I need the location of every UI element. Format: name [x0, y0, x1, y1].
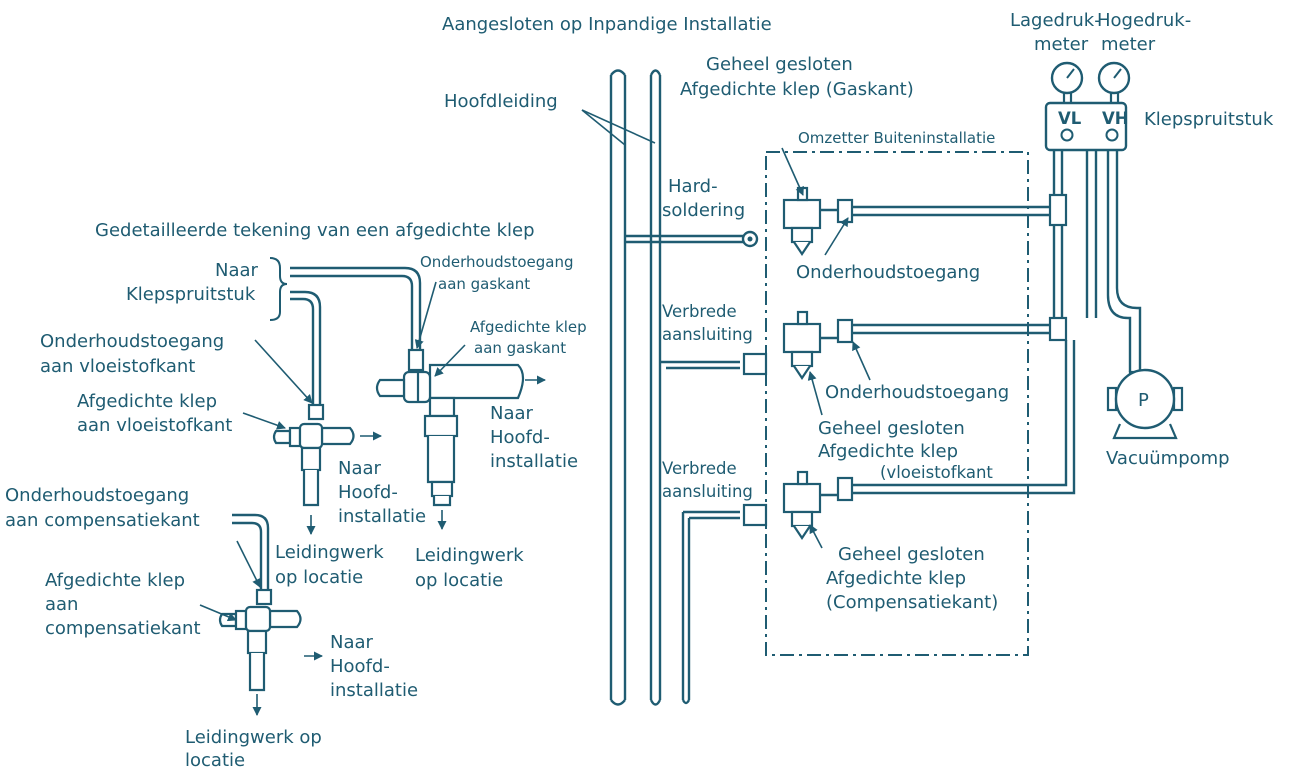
gas-to-main-label-3: installatie: [490, 451, 578, 472]
comp-to-main-label-1: Naar: [330, 632, 374, 653]
liquid-closed-label-1: Geheel gesloten: [818, 418, 965, 439]
service-port-nipples: [836, 198, 854, 502]
flare-label-3: Verbrede: [662, 459, 737, 478]
flare-label-4: aansluiting: [662, 482, 753, 501]
manifold-label: Klepspruitstuk: [1144, 109, 1274, 130]
gas-port-label-1: Onderhoudstoegang: [420, 253, 574, 271]
pump-letter: P: [1138, 390, 1149, 411]
comp-field-pipe-label-2: locatie: [185, 750, 245, 771]
gas-valve-label-1: Afgedichte klep: [470, 318, 587, 336]
hoses: [852, 150, 1142, 495]
gas-field-pipe-label-1: Leidingwerk: [415, 545, 524, 566]
leader-lines: [199, 109, 871, 716]
outdoor-unit-box: [765, 151, 1029, 656]
liquid-side-valve: [272, 403, 355, 507]
gas-port-label-2: aan gaskant: [438, 275, 530, 293]
gas-field-pipe-label-2: op locatie: [415, 570, 503, 591]
detail-title: Gedetailleerde tekening van een afgedich…: [95, 220, 535, 241]
flare-label-2: aansluiting: [662, 325, 753, 344]
outdoor-unit-label: Omzetter Buiteninstallatie: [798, 129, 995, 147]
comp-closed-label-3: (Compensatiekant): [826, 592, 998, 613]
liquid-port-label-2: aan vloeistofkant: [40, 356, 195, 377]
high-gauge-label-1: Hogedruk-: [1097, 10, 1191, 31]
main-pipes: [609, 69, 662, 706]
main-pipe-label: Hoofdleiding: [444, 91, 558, 112]
gas-side-valve: [375, 348, 525, 507]
gas-to-main-label-2: Hoofd-: [490, 427, 550, 448]
vl-label: VL: [1058, 109, 1082, 128]
hard-solder-label-1: Hard-: [668, 176, 718, 197]
gas-closed-label-1: Geheel gesloten: [706, 54, 853, 75]
gas-closed-label-2: Afgedichte klep (Gaskant): [680, 79, 914, 100]
liquid-to-main-label-3: installatie: [338, 506, 426, 527]
liquid-to-main-label-2: Hoofd-: [338, 482, 398, 503]
liquid-valve-label-2: aan vloeistofkant: [77, 415, 232, 436]
low-gauge-label-2: meter: [1034, 34, 1089, 55]
high-pressure-gauge-icon: [1097, 61, 1131, 95]
gas-to-main-label-1: Naar: [490, 403, 534, 424]
gas-valve-label-2: aan gaskant: [474, 339, 566, 357]
flare-label-1: Verbrede: [662, 302, 737, 321]
compensation-pipes: [232, 513, 270, 590]
branch-lines: [625, 234, 745, 705]
comp-valve-label-3: compensatiekant: [45, 618, 201, 639]
liquid-to-main-label-1: Naar: [338, 458, 382, 479]
vacuum-pump-label: Vacuümpomp: [1106, 448, 1230, 469]
tee-fittings: [1048, 193, 1068, 342]
header-label: Aangesloten op Inpandige Installatie: [442, 14, 772, 35]
vh-label: VH: [1102, 109, 1129, 128]
liquid-field-pipe-label-2: op locatie: [275, 567, 363, 588]
hard-solder-label-2: soldering: [662, 200, 745, 221]
comp-to-main-label-2: Hoofd-: [330, 656, 390, 677]
liquid-field-pipe-label-1: Leidingwerk: [275, 542, 384, 563]
labels: Aangesloten op Inpandige Installatie Ged…: [5, 10, 1274, 771]
to-manifold-label: Klepspruitstuk: [126, 284, 256, 305]
liquid-port-label-1: Onderhoudstoegang: [40, 331, 224, 352]
low-pressure-gauge-icon: [1050, 61, 1084, 95]
service-port-label-liquid: Onderhoudstoegang: [825, 382, 1009, 403]
manifold-block: [1044, 88, 1128, 152]
comp-closed-label-2: Afgedichte klep: [826, 568, 966, 589]
naar-label: Naar: [215, 260, 259, 281]
vacuum-pump-icon: [1106, 368, 1184, 440]
comp-port-label-2: aan compensatiekant: [5, 510, 200, 531]
low-gauge-label-1: Lagedruk-: [1010, 10, 1101, 31]
compensation-side-valve: [218, 588, 302, 692]
comp-port-label-1: Onderhoudstoegang: [5, 485, 189, 506]
liquid-closed-label-3: (vloeistofkant: [880, 463, 993, 482]
comp-closed-label-1: Geheel gesloten: [838, 544, 985, 565]
liquid-valve-label-1: Afgedichte klep: [77, 391, 217, 412]
comp-to-main-label-3: installatie: [330, 680, 418, 701]
manifold-brace: [269, 257, 288, 321]
comp-valve-label-2: aan: [45, 594, 78, 615]
high-gauge-label-2: meter: [1101, 34, 1156, 55]
liquid-closed-label-2: Afgedichte klep: [818, 441, 958, 462]
service-port-label-gas: Onderhoudstoegang: [796, 262, 980, 283]
comp-field-pipe-label-1: Leidingwerk op: [185, 727, 322, 748]
comp-valve-label-1: Afgedichte klep: [45, 570, 185, 591]
detail-manifold-pipes: [290, 266, 422, 405]
